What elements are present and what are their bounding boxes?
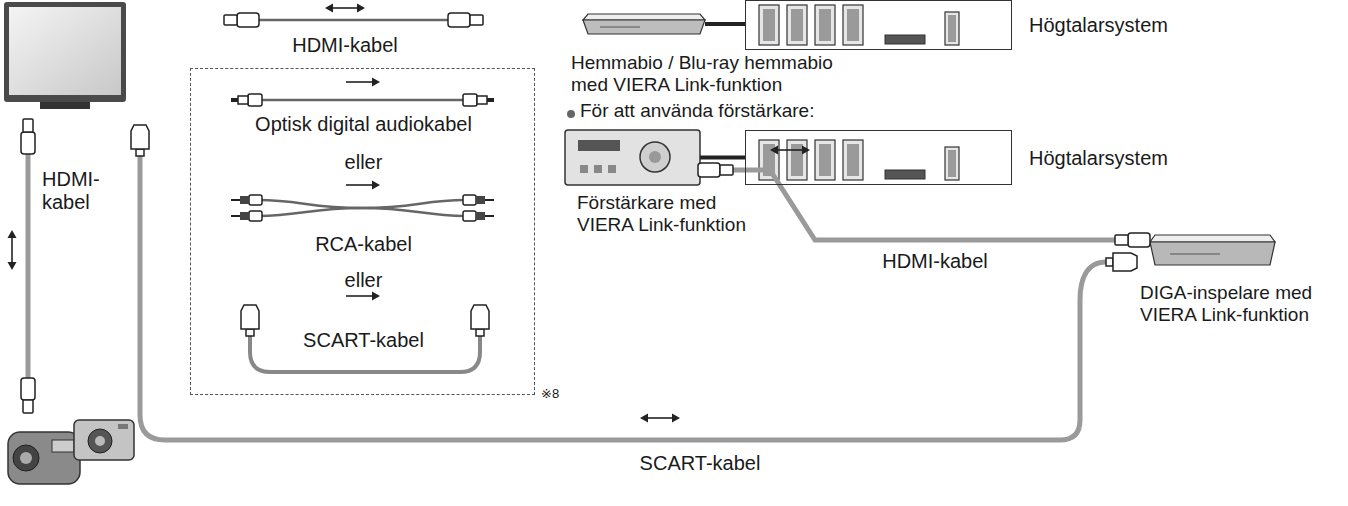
scart-cable [346, 292, 380, 301]
cable-label: eller [191, 269, 536, 292]
cable-label: eller [191, 151, 536, 174]
speaker-system: Högtalarsystem [745, 130, 1012, 185]
home-theater-unit [583, 14, 705, 34]
amplifier: Förstärkare med VIERA Link-funktion [565, 130, 700, 185]
scart-cable [640, 414, 680, 423]
hdmi-plug [698, 163, 733, 177]
device-caption: Högtalarsystem [1029, 14, 1168, 37]
scart-cable [1106, 253, 1137, 271]
cable-label: SCART-kabel [640, 452, 761, 475]
tv-set [4, 2, 126, 102]
hdmi-plug [1115, 233, 1150, 247]
speaker-system: Högtalarsystem [745, 0, 1012, 50]
camcorder [8, 432, 80, 484]
diga-recorder-unit [1150, 235, 1275, 265]
digital-camera [74, 420, 134, 460]
amplifier-unit [608, 165, 616, 173]
tv-set [9, 7, 121, 95]
diga-recorder-unit [1150, 235, 1275, 242]
hdmi-cable [255, 19, 452, 22]
device-caption: Högtalarsystem [1029, 147, 1168, 170]
cable-options-box: Optisk digital audiokabelellerRCA-kabele… [190, 68, 535, 395]
diga-recorder-unit [1170, 254, 1220, 255]
hdmi-cable [21, 378, 35, 413]
hdmi-cable [26, 145, 31, 385]
camcorder [8, 432, 80, 484]
digital-camera [74, 420, 134, 460]
hdmi-cable [8, 119, 36, 413]
optical-cable [231, 78, 494, 107]
bullet [567, 110, 575, 118]
amplifier-unit [649, 151, 661, 163]
cable-label: RCA-kabel [191, 233, 536, 256]
camcorder [52, 440, 74, 452]
scart-cable [471, 305, 489, 336]
optical-cable [463, 94, 494, 106]
amplifier-unit [578, 140, 620, 151]
scart-cable [140, 150, 1106, 440]
scart-cable [131, 125, 149, 156]
hdmi-cable [700, 170, 1150, 240]
rca-cable [231, 181, 494, 222]
scart-cable [131, 125, 1137, 440]
camcorder [13, 445, 39, 471]
cable-label: HDMI-kabel [292, 34, 398, 57]
speaker-set [759, 5, 959, 45]
cable-label: Optisk digital audiokabel [191, 113, 536, 136]
hdmi-cable [325, 4, 365, 13]
speaker-wire [700, 156, 745, 160]
device-caption: DIGA-inspelare med VIERA Link-funktion [1140, 282, 1330, 326]
rca-cable [231, 211, 262, 221]
tv-set [40, 102, 90, 109]
scart-cable [241, 305, 259, 336]
rca-cable [346, 181, 380, 190]
cable-label: HDMI-kabel [879, 250, 991, 273]
cable-label: HDMI- kabel [42, 168, 100, 214]
rca-cable [231, 195, 262, 205]
amplifier-unit [594, 165, 602, 173]
digital-camera [88, 429, 112, 453]
tv-set [4, 2, 126, 109]
rca-cable [463, 195, 494, 205]
cable-label: SCART-kabel [191, 329, 536, 352]
digital-camera [118, 424, 128, 429]
home-theater-unit [583, 20, 705, 34]
hdmi-cable [8, 230, 17, 270]
home-theater: Hemmabio / Blu-ray hemmabio med VIERA Li… [583, 14, 705, 34]
speaker-wire [705, 22, 745, 26]
home-theater-unit [583, 14, 705, 20]
diga-recorder: DIGA-inspelare med VIERA Link-funktion [1150, 235, 1275, 265]
direction-arrow [770, 146, 810, 155]
device-caption: Hemmabio / Blu-ray hemmabio med VIERA Li… [571, 52, 846, 96]
rca-cable [463, 211, 494, 221]
home-theater-unit [600, 27, 640, 28]
optical-cable [258, 99, 465, 102]
optical-cable [231, 94, 262, 106]
footnote-mark: ※8 [541, 386, 559, 402]
hdmi-cable [21, 119, 35, 154]
hdmi-cable [224, 13, 259, 27]
device-caption: Förstärkare med VIERA Link-funktion [577, 192, 767, 236]
camcorder [20, 452, 32, 464]
hdmi-cable [224, 4, 483, 28]
rca-cable [258, 208, 465, 216]
hdmi-cable [448, 13, 483, 27]
diga-recorder-unit [1150, 242, 1275, 265]
amplifier-unit [565, 130, 700, 185]
digital-camera [95, 436, 105, 446]
speaker-set [759, 140, 959, 180]
amplifier-unit [640, 142, 670, 172]
note-text: För att använda förstärkare: [580, 100, 814, 122]
optical-cable [346, 78, 380, 87]
amplifier-unit [565, 130, 700, 185]
amplifier-unit [580, 165, 588, 173]
